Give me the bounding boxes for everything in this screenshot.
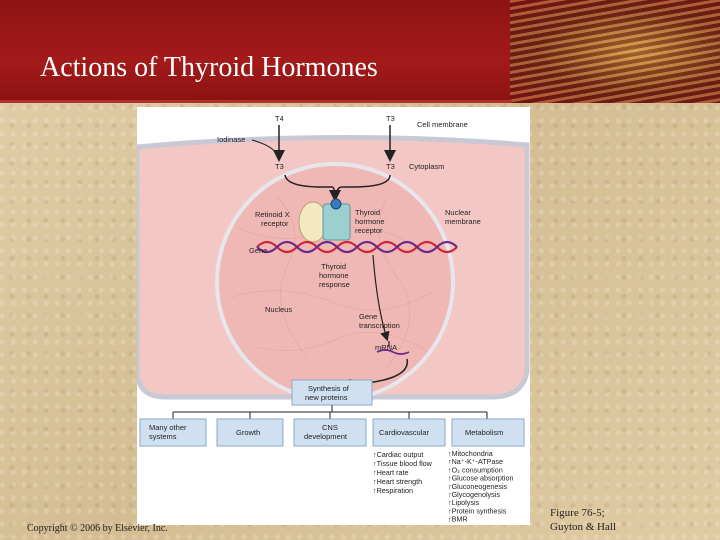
- metabolism-effect-3: ↑O₂ consumption: [448, 465, 503, 474]
- label-t3-top: T3: [386, 114, 395, 123]
- label-gene: Gene: [249, 246, 267, 255]
- box-label-cns-2: development: [304, 432, 348, 441]
- box-label-many-1: Many other: [149, 423, 187, 432]
- metabolism-effect-4: ↑Glucose absorption: [448, 474, 514, 483]
- label-nuclear-2: membrane: [445, 217, 481, 226]
- box-label-metabolism: Metabolism: [465, 428, 503, 437]
- box-label-cns-1: CNS: [322, 423, 338, 432]
- label-cell-membrane: Cell membrane: [417, 120, 468, 129]
- title-decoration: [510, 0, 720, 103]
- cardio-effect-3: ↑Heart rate: [373, 468, 409, 477]
- cardio-effect-1: ↑Cardiac output: [373, 450, 423, 459]
- label-nuclear-1: Nuclear: [445, 208, 471, 217]
- cardio-effect-5: ↑Respiration: [373, 486, 413, 495]
- label-iodinase: Iodinase: [217, 135, 245, 144]
- box-metabolism: [451, 418, 525, 447]
- label-nucleus: Nucleus: [265, 305, 292, 314]
- title-underline: [0, 100, 512, 103]
- metabolism-effect-5: ↑Gluconeogenesis: [448, 482, 508, 491]
- figure-caption: Figure 76-5; Guyton & Hall: [550, 506, 616, 534]
- box-growth: [216, 418, 284, 447]
- box-label-cardio: Cardiovascular: [379, 428, 430, 437]
- cardio-effect-2: ↑Tissue blood flow: [373, 459, 433, 468]
- label-response-2: hormone: [319, 271, 349, 280]
- cardio-effect-4: ↑Heart strength: [373, 477, 422, 486]
- label-mrna: mRNA: [375, 343, 397, 352]
- label-thyroid-3: receptor: [355, 226, 383, 235]
- metabolism-effect-8: ↑Protein synthesis: [448, 506, 507, 515]
- copyright-notice: Copyright © 2006 by Elsevier, Inc.: [27, 523, 168, 534]
- label-t3-left: T3: [275, 162, 284, 171]
- dna-strand-2: [256, 240, 458, 254]
- label-transcription-2: transcription: [359, 321, 400, 330]
- metabolism-effect-6: ↑Glycogenolysis: [448, 490, 500, 499]
- label-response-3: response: [319, 280, 350, 289]
- caption-line-2: Guyton & Hall: [550, 521, 616, 533]
- t3-right-arrow: [335, 174, 391, 200]
- label-cytoplasm: Cytoplasm: [409, 162, 444, 171]
- label-synthesis-2: new proteins: [305, 393, 348, 402]
- label-transcription-1: Gene: [359, 312, 377, 321]
- metabolism-effect-7: ↑Lipolysis: [448, 498, 480, 507]
- label-retinoid-receptor: receptor: [261, 219, 289, 228]
- thyroid-action-diagram: T4 T3 Cell membrane Iodinase T3 T3 Cytop…: [134, 114, 530, 524]
- box-cns-development: [293, 418, 367, 447]
- figure-panel: T4 T3 Cell membrane Iodinase T3 T3 Cytop…: [134, 107, 530, 525]
- metabolism-effect-1: ↑Mitochondria: [448, 449, 493, 458]
- iodinase-arrow: [251, 139, 280, 160]
- label-t3-right: T3: [386, 162, 395, 171]
- label-t4: T4: [275, 114, 284, 123]
- metabolism-effect-2: ↑Na⁺-K⁺-ATPase: [448, 457, 503, 466]
- label-thyroid-1: Thyroid: [355, 208, 380, 217]
- nucleus-texture: [231, 196, 433, 368]
- box-many-other-systems: [139, 418, 207, 447]
- t3-left-arrow: [284, 174, 341, 202]
- metabolism-effect-9: ↑BMR: [448, 515, 468, 524]
- label-retinoid-x: Retinoid X: [255, 210, 290, 219]
- box-label-many-2: systems: [149, 432, 177, 441]
- label-response-1: Thyroid: [321, 262, 346, 271]
- caption-line-1: Figure 76-5;: [550, 507, 605, 519]
- box-cardiovascular: [372, 418, 446, 447]
- transcription-arrow: [372, 254, 390, 342]
- mrna-strand: [376, 349, 410, 355]
- t3-molecule: [330, 198, 342, 210]
- label-synthesis-1: Synthesis of: [308, 384, 350, 393]
- branch-lines: [172, 405, 488, 419]
- slide-title: Actions of Thyroid Hormones: [40, 52, 378, 83]
- box-label-growth: Growth: [236, 428, 260, 437]
- label-thyroid-2: hormone: [355, 217, 385, 226]
